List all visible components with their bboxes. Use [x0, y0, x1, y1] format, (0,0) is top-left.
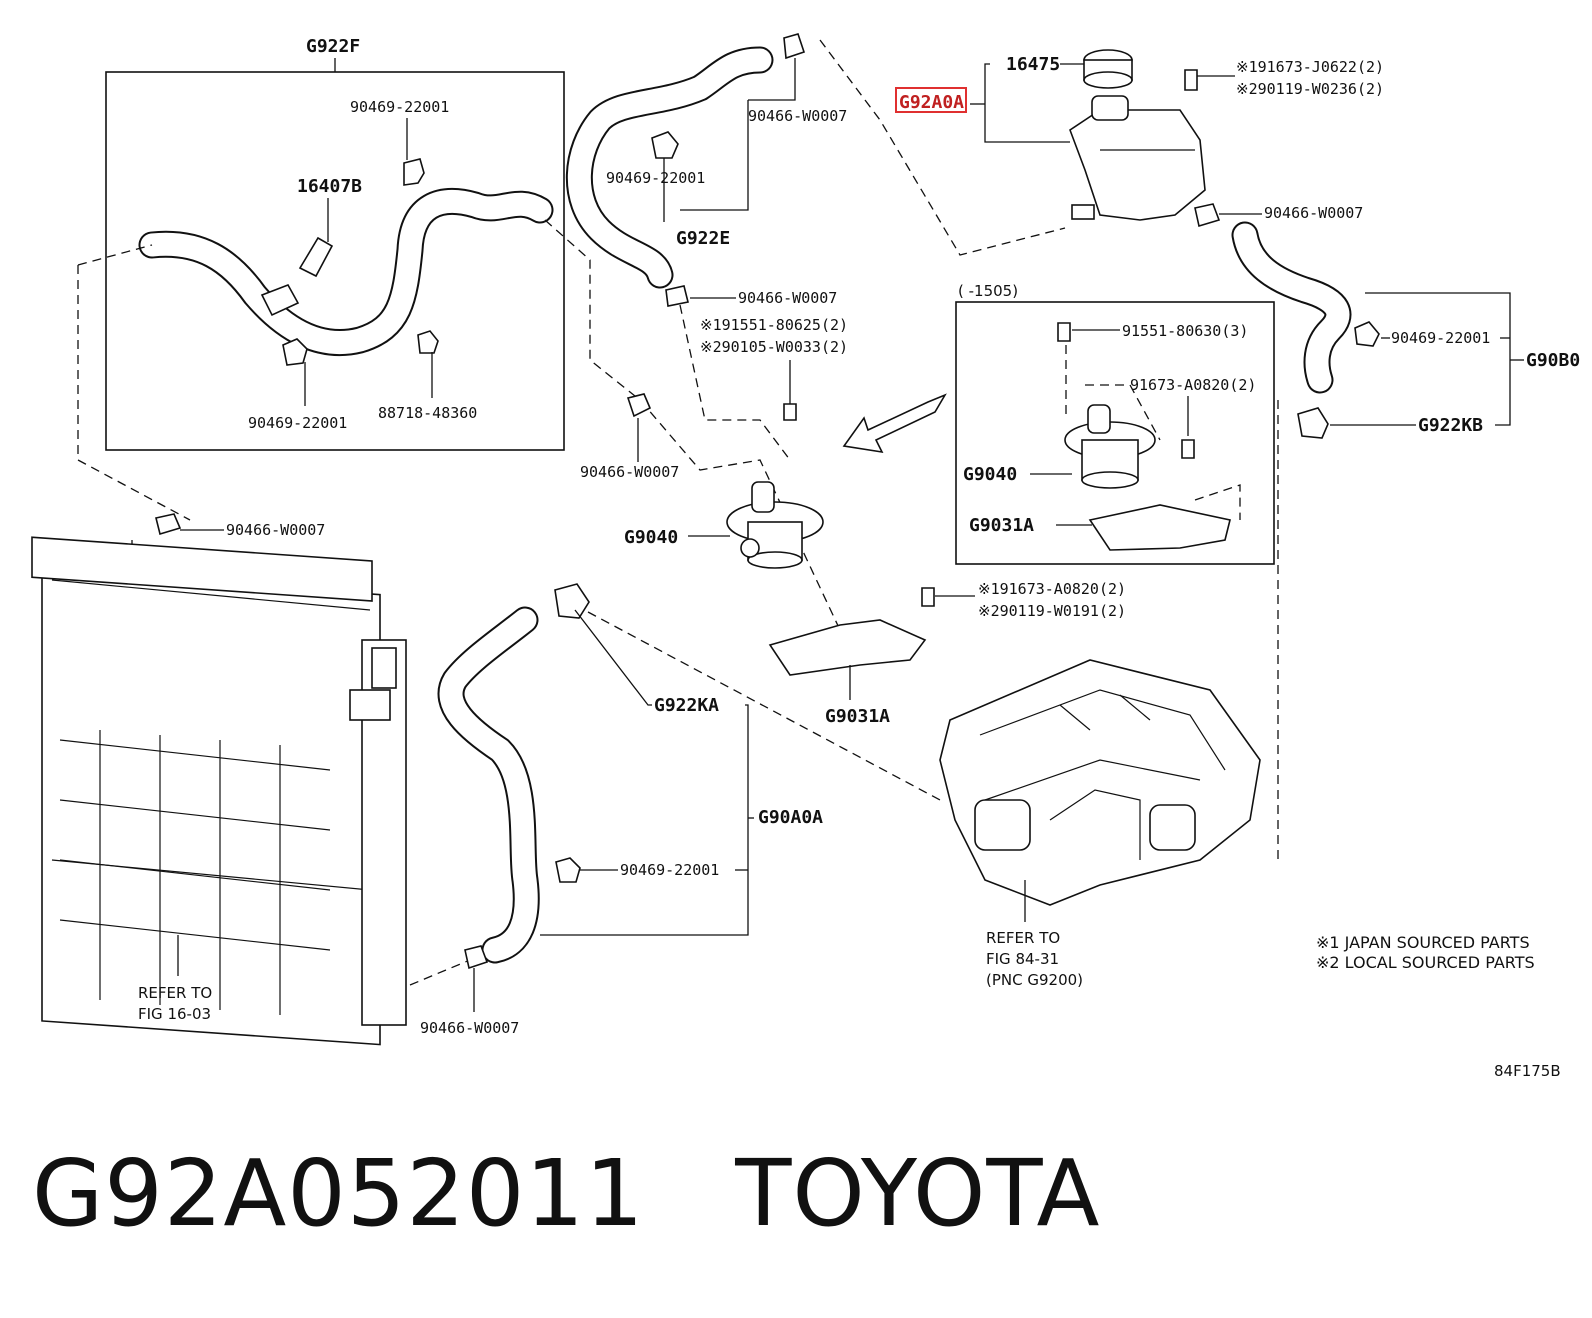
radiator-assembly[interactable]	[31, 536, 407, 1046]
routing-line	[679, 304, 791, 461]
hose-16407b-assembly[interactable]	[138, 188, 554, 357]
label-90466-top[interactable]: 90466-W0007	[748, 107, 847, 125]
label-g9031a-main[interactable]: G9031A	[825, 706, 890, 727]
routing-line	[77, 244, 153, 266]
routing-line	[409, 959, 471, 986]
label-88718[interactable]: 88718-48360	[378, 404, 477, 422]
label-90469-e[interactable]: 90469-22001	[1391, 329, 1490, 347]
refer-fig84-line1: REFER TO	[986, 929, 1060, 947]
hose-g90b0[interactable]	[1231, 221, 1352, 394]
label-g922kb[interactable]: G922KB	[1418, 415, 1483, 436]
clamp-icon	[626, 393, 652, 418]
bolt-icon	[1184, 69, 1198, 91]
routing-line	[819, 39, 1066, 256]
g922f-group-box	[105, 71, 565, 451]
label-16475[interactable]: 16475	[1006, 54, 1060, 75]
clip-icon	[282, 158, 439, 366]
label-90466-mid[interactable]: 90466-W0007	[738, 289, 837, 307]
label-g90b0[interactable]: G90B0	[1526, 350, 1580, 371]
bracket-g9031a[interactable]	[768, 619, 927, 676]
highlight-box	[895, 87, 967, 113]
label-g90a0a[interactable]: G90A0A	[758, 807, 823, 828]
label-g922ka[interactable]: G922KA	[654, 695, 719, 716]
refer-fig84-line3: (PNC G9200)	[986, 971, 1083, 989]
note-90119-w0191[interactable]: ※290119-W0191(2)	[978, 602, 1126, 620]
parts-diagram: G922F 90469-22001 16407B 90469-22001 887…	[31, 33, 1580, 1080]
clip-icon	[783, 33, 806, 60]
bolt-icon	[1057, 322, 1071, 342]
label-90469-a[interactable]: 90469-22001	[350, 98, 449, 116]
routing-line	[587, 611, 941, 801]
label-90466-rad[interactable]: 90466-W0007	[226, 521, 325, 539]
clamp-icon	[155, 513, 182, 536]
sensor-16407b-icon	[260, 236, 334, 317]
label-g922f[interactable]: G922F	[306, 36, 360, 57]
legend-local: ※2 LOCAL SOURCED PARTS	[1316, 953, 1535, 972]
water-pump-g9040-inset[interactable]	[1064, 404, 1156, 489]
clamp-icon	[1194, 203, 1221, 228]
hose-g922e[interactable]	[565, 46, 774, 289]
label-g9031a-inset[interactable]: G9031A	[969, 515, 1034, 536]
routing-line	[77, 265, 191, 521]
routing-line	[1194, 484, 1241, 520]
note-91673-j0622[interactable]: ※191673-J0622(2)	[1236, 58, 1384, 76]
label-90466-left[interactable]: 90466-W0007	[580, 463, 679, 481]
label-90469-d[interactable]: 90469-22001	[620, 861, 719, 879]
note-90105-w0033[interactable]: ※290105-W0033(2)	[700, 338, 848, 356]
note-90119-w0236[interactable]: ※290119-W0236(2)	[1236, 80, 1384, 98]
label-90469-b[interactable]: 90469-22001	[248, 414, 347, 432]
clamp-icon	[665, 285, 689, 307]
bracket-g9031a-inset[interactable]	[1088, 504, 1231, 551]
label-g922e[interactable]: G922E	[676, 228, 730, 249]
footer-brand: TOYOTA	[735, 1140, 1101, 1247]
routing-line	[544, 219, 841, 631]
label-90466-tank[interactable]: 90466-W0007	[1264, 204, 1363, 222]
label-90466-bot[interactable]: 90466-W0007	[420, 1019, 519, 1037]
figure-id: 84F175B	[1494, 1062, 1561, 1080]
label-g9040-main[interactable]: G9040	[624, 527, 678, 548]
label-range: ( -1505)	[958, 282, 1018, 300]
connector-icon	[554, 583, 590, 619]
water-pump-g9040[interactable]	[726, 481, 824, 569]
clip-icon	[555, 857, 581, 883]
routing-line	[1065, 345, 1161, 441]
label-91673-a0820[interactable]: 91673-A0820(2)	[1130, 376, 1256, 394]
reservoir-tank-16475[interactable]	[1069, 49, 1206, 221]
clip-icon	[651, 131, 679, 159]
refer-fig84-line2: FIG 84-31	[986, 950, 1059, 968]
bolt-icon	[783, 403, 797, 421]
label-90469-c[interactable]: 90469-22001	[606, 169, 705, 187]
label-g92a0a[interactable]: G92A0A	[899, 92, 964, 113]
connector-icon	[1297, 407, 1329, 439]
clip-icon	[1354, 321, 1380, 347]
arrow-icon	[842, 393, 947, 454]
label-91551-80630[interactable]: 91551-80630(3)	[1122, 322, 1248, 340]
refer-fig16-line1: REFER TO	[138, 984, 212, 1002]
footer-part-number: G92A052011	[32, 1140, 645, 1247]
inset-box	[955, 301, 1275, 565]
refer-fig16-line2: FIG 16-03	[138, 1005, 211, 1023]
legend-japan: ※1 JAPAN SOURCED PARTS	[1316, 933, 1530, 952]
note-91673-a0820[interactable]: ※191673-A0820(2)	[978, 580, 1126, 598]
footer-title: G92A052011 TOYOTA	[32, 1140, 1100, 1247]
clamp-icon	[464, 945, 489, 970]
label-16407b[interactable]: 16407B	[297, 176, 362, 197]
bolt-icon	[1181, 439, 1195, 459]
inverter-assembly[interactable]	[939, 659, 1261, 906]
bolt-icon	[921, 587, 935, 607]
note-91551-80625[interactable]: ※191551-80625(2)	[700, 316, 848, 334]
hose-g90a0a[interactable]	[437, 606, 540, 964]
label-g9040-inset[interactable]: G9040	[963, 464, 1017, 485]
